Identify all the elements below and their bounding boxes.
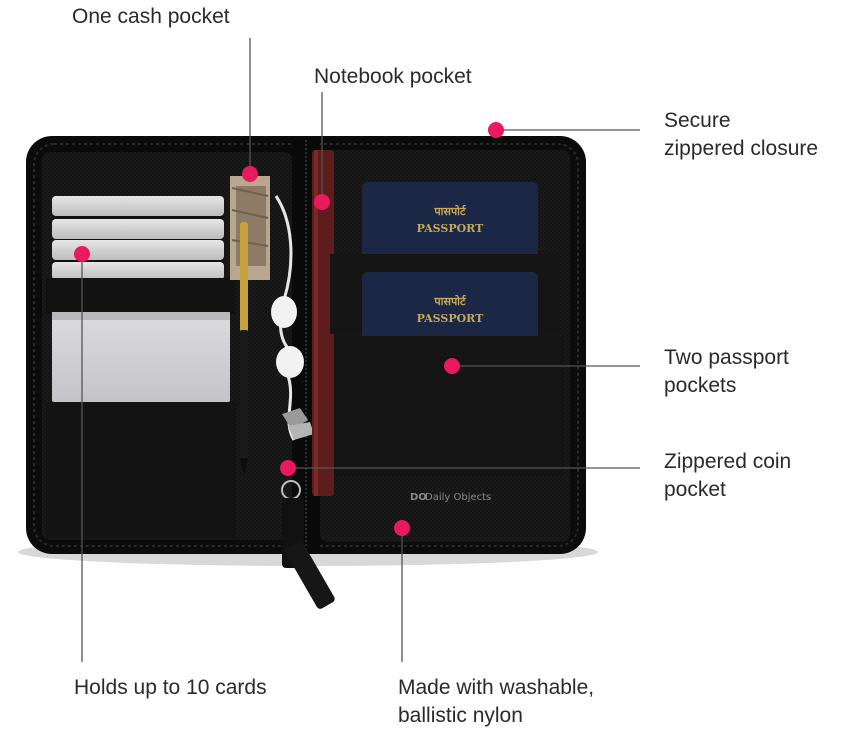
passport-english-text: PASSPORT (417, 312, 484, 325)
marker-dot (314, 194, 330, 210)
callout-line: Secure (664, 109, 731, 132)
markers (74, 122, 504, 536)
brand-mark: DO (410, 492, 427, 503)
marker-dot (74, 246, 90, 262)
callout-line: zippered closure (664, 137, 819, 160)
marker-dot (280, 460, 296, 476)
callout-zippered-closure: Secure zippered closure (664, 107, 818, 163)
keys (282, 408, 314, 440)
brand-name: Daily Objects (425, 492, 491, 503)
callout-cash-pocket: One cash pocket (72, 5, 230, 28)
notebook (312, 150, 334, 496)
marker-dot (242, 166, 258, 182)
passport-english-text: PASSPORT (417, 222, 484, 235)
marker-dot (488, 122, 504, 138)
callout-line: Zippered coin (664, 450, 792, 473)
passport-hindi-text: पासपोर्ट (433, 204, 466, 218)
callout-line: pocket (664, 478, 726, 501)
callout-coin-pocket: Zippered coin pocket (664, 448, 791, 504)
passport-top: पासपोर्ट PASSPORT (362, 182, 538, 268)
earphones (271, 195, 304, 441)
marker-dot (394, 520, 410, 536)
callout-line: Two passport (664, 346, 789, 369)
callout-notebook-pocket: Notebook pocket (314, 65, 472, 88)
callout-lines (81, 38, 640, 662)
callout-line: ballistic nylon (398, 704, 523, 727)
passport-bottom: पासपोर्ट PASSPORT (362, 272, 538, 342)
marker-dot (444, 358, 460, 374)
callout-passport-pockets: Two passport pockets (664, 344, 789, 400)
passport-hindi-text: पासपोर्ट (433, 294, 466, 308)
zipper-puller (281, 480, 335, 609)
callout-line: pockets (664, 374, 737, 397)
cash-pocket (230, 176, 270, 476)
callout-line: Made with washable, (398, 676, 595, 699)
card-slots (46, 196, 236, 538)
passport-sleeve-bottom (334, 336, 564, 476)
callout-cards: Holds up to 10 cards (74, 676, 267, 699)
brand-label: DO Daily Objects (410, 492, 491, 503)
callout-nylon: Made with washable, ballistic nylon (398, 674, 594, 730)
